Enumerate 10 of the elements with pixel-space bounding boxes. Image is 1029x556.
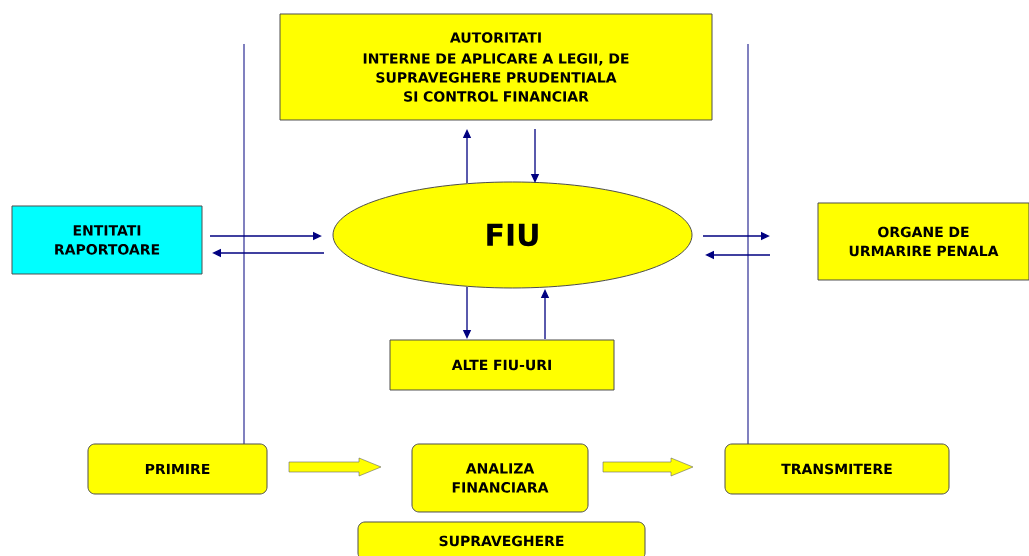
label-box: AUTORITATI INTERNE DE APLICARE A LEGII, DE SUPRAVEGHERE PRUDENTIALA SI CONTROL FINANCIAR [279,13,713,121]
step-box: SUPRAVEGHERE [357,521,646,556]
block-arrow [602,457,694,477]
block-arrow [288,457,382,477]
label-box: ENTITATI RAPORTOARE [11,205,203,275]
label-box: ALTE FIU-URI [389,339,615,391]
step-box: TRANSMITERE [724,443,950,495]
label-box: ORGANE DE URMARIRE PENALA [817,202,1029,281]
step-box: ANALIZA FINANCIARA [411,443,589,513]
step-box: PRIMIRE [87,443,268,495]
